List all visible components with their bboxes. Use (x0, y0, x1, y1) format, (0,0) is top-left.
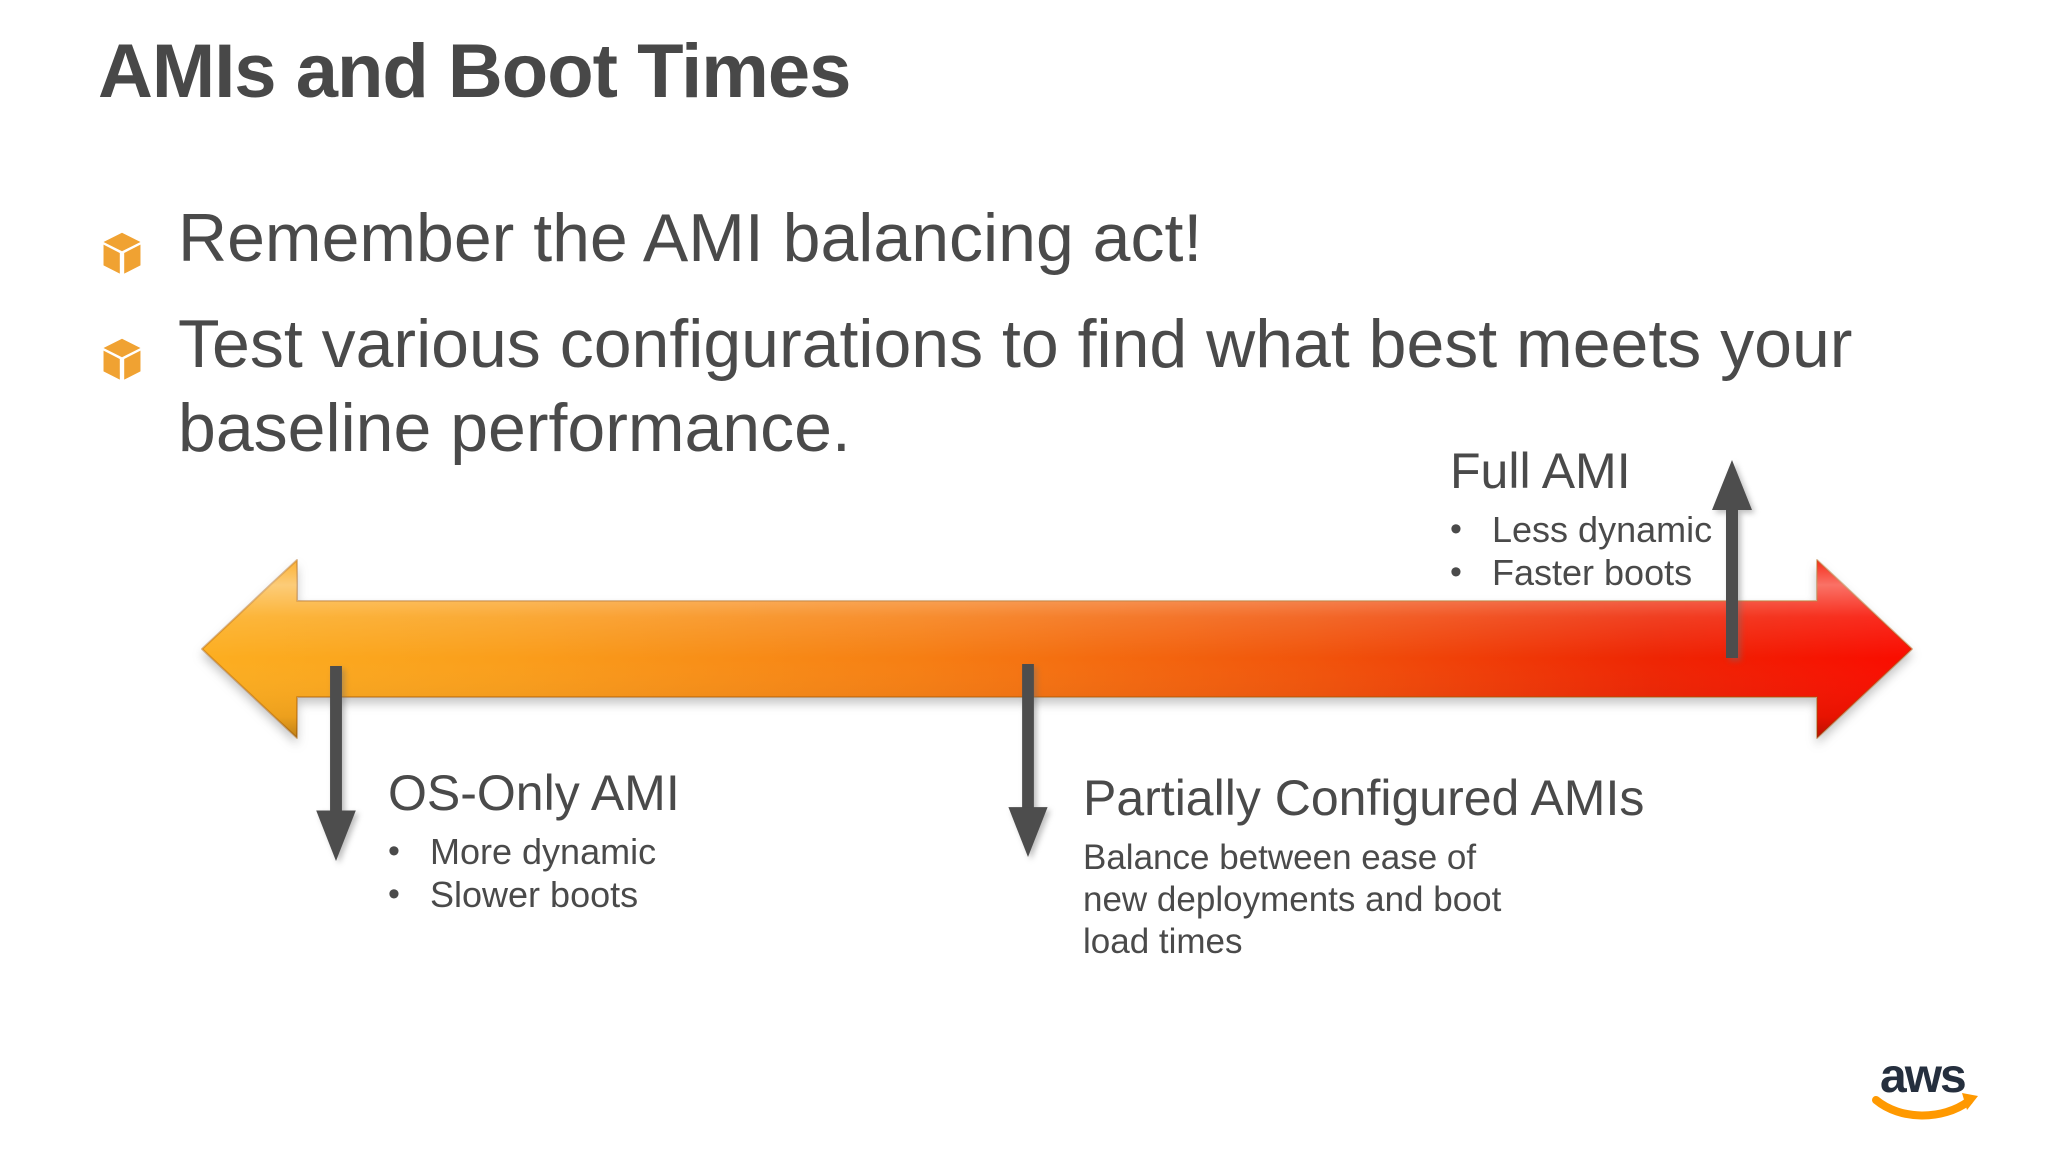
down-arrow-icon (316, 666, 356, 862)
os-only-ami-title: OS-Only AMI (388, 765, 680, 821)
description-line: Balance between ease of (1083, 838, 1477, 877)
partially-configured-description: Balance between ease of new deployments … (1083, 837, 1644, 963)
bullet-line: Test various configurations to find what… (178, 306, 1853, 382)
os-only-ami-label-group: OS-Only AMI More dynamic Slower boots (388, 764, 680, 916)
partially-configured-label-group: Partially Configured AMIs Balance betwee… (1083, 769, 1644, 963)
spectrum-arrow-bevel (202, 560, 1912, 738)
bullet-item: Test various configurations to find what… (100, 302, 1900, 470)
full-ami-bullet: Less dynamic (1450, 508, 1712, 551)
main-bullet-list: Remember the AMI balancing act! Test var… (100, 196, 1900, 492)
ami-box-icon (103, 232, 141, 274)
aws-smile-icon (1872, 1093, 1978, 1120)
full-ami-title: Full AMI (1450, 443, 1631, 499)
bullet-item: Remember the AMI balancing act! (100, 196, 1900, 280)
partially-configured-title: Partially Configured AMIs (1083, 770, 1645, 826)
os-only-ami-bullet: More dynamic (388, 830, 680, 873)
up-arrow-icon (1712, 460, 1752, 658)
page-title: AMIs and Boot Times (98, 29, 851, 114)
bullet-line: baseline performance. (178, 390, 851, 466)
full-ami-bullet: Faster boots (1450, 551, 1712, 594)
bullet-text: Test various configurations to find what… (178, 302, 1852, 470)
description-line: load times (1083, 922, 1243, 961)
down-arrow-icon (1008, 664, 1048, 858)
bullet-text: Remember the AMI balancing act! (178, 196, 1202, 280)
ami-box-icon (103, 338, 141, 380)
full-ami-label-group: Full AMI Less dynamic Faster boots (1450, 442, 1712, 594)
full-ami-bullets: Less dynamic Faster boots (1450, 508, 1712, 594)
os-only-ami-bullets: More dynamic Slower boots (388, 830, 680, 916)
description-line: new deployments and boot (1083, 880, 1502, 919)
bullet-line: Remember the AMI balancing act! (178, 200, 1203, 276)
aws-logo: aws (1872, 1050, 1978, 1120)
os-only-ami-bullet: Slower boots (388, 873, 680, 916)
aws-logo-text: aws (1880, 1050, 1965, 1103)
boot-time-spectrum-arrow (201, 559, 1913, 739)
